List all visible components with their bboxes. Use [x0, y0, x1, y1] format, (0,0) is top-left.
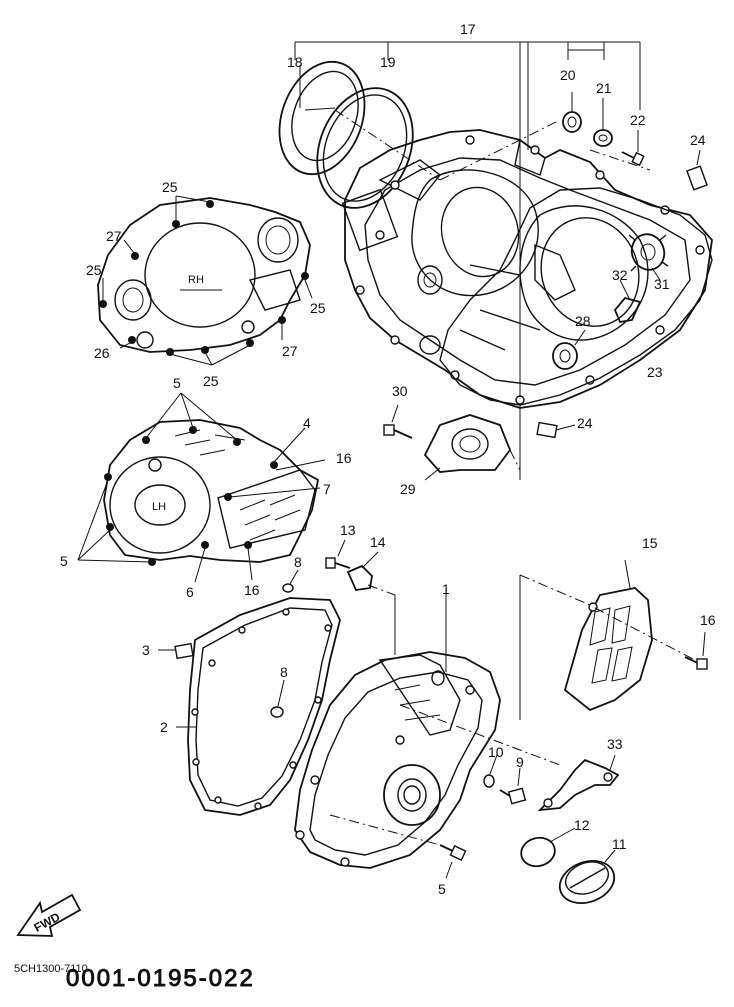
callout-7: 7: [323, 481, 331, 497]
callout-2: 2: [160, 719, 168, 735]
dowel-pin-24-top: [686, 149, 708, 191]
sprocket-cover-15: [519, 559, 696, 720]
callout-16-right: 16: [700, 612, 716, 628]
callout-5-top: 5: [173, 375, 181, 391]
watermark: 0001-0195-022: [66, 965, 255, 992]
rh-side-view-cover: [97, 195, 313, 366]
callout-1: 1: [442, 581, 450, 597]
dowel-pin-24-mid: [536, 421, 576, 439]
callout-17: 17: [460, 21, 476, 37]
plug-11: [558, 849, 616, 904]
callout-24-top: 24: [690, 132, 706, 148]
cover-plate-29: [423, 414, 521, 481]
callout-14: 14: [370, 534, 386, 550]
callout-13: 13: [340, 522, 356, 538]
clamp-14: [346, 551, 396, 655]
callout-30: 30: [392, 383, 408, 399]
right-crankcase-cover: [341, 119, 713, 409]
callout-27-left: 27: [106, 228, 122, 244]
callout-4: 4: [303, 415, 311, 431]
callout-27-right: 27: [282, 343, 298, 359]
rh-label: RH: [188, 274, 204, 286]
callout-16-upper: 16: [336, 450, 352, 466]
callout-31: 31: [654, 276, 670, 292]
part-code: 5CH1300-7110: [14, 963, 88, 975]
callout-11: 11: [612, 836, 627, 852]
o-ring-8-upper: [282, 569, 299, 593]
callout-33: 33: [607, 736, 623, 752]
callout-numbers: 17 18 19 20 21 22 24 25 27 25 25 26 27 2…: [60, 21, 716, 897]
bolt-30: [383, 404, 413, 439]
callout-19: 19: [380, 54, 396, 70]
callout-18: 18: [287, 54, 303, 70]
callout-20: 20: [560, 67, 576, 83]
gear-31: [628, 233, 669, 281]
lh-label: LH: [152, 501, 166, 513]
callout-5-left: 5: [60, 553, 68, 569]
callout-22: 22: [630, 112, 646, 128]
dowel-pin-3: [158, 642, 194, 660]
bolt-16-right: [684, 631, 708, 670]
callout-25-right: 25: [310, 300, 326, 316]
left-crankcase-cover-1: [294, 590, 501, 869]
bolt-9: [499, 767, 527, 805]
o-ring-10: [483, 754, 498, 788]
cover-gasket-23: [439, 187, 713, 406]
callout-16-lower: 16: [244, 582, 260, 598]
callout-24-mid: 24: [577, 415, 593, 431]
gasket-2: [176, 597, 341, 816]
callout-15: 15: [642, 535, 658, 551]
callout-21: 21: [596, 80, 612, 96]
oil-filter-element-18: [278, 60, 366, 176]
fwd-arrow: FWD: [16, 893, 82, 937]
callout-25-top: 25: [162, 179, 178, 195]
callout-3: 3: [142, 642, 150, 658]
o-ring-19: [316, 87, 441, 209]
callout-29: 29: [400, 481, 416, 497]
bolt-22: [621, 130, 645, 167]
fwd-label: FWD: [32, 910, 63, 935]
washer-21: [593, 98, 613, 147]
callout-5-bottom: 5: [438, 881, 446, 897]
lever-32: [613, 279, 642, 324]
callout-32: 32: [612, 267, 628, 283]
callout-28: 28: [575, 313, 591, 329]
callout-25-bottom: 25: [203, 373, 219, 389]
callout-8-lower: 8: [280, 664, 288, 680]
callout-10: 10: [488, 744, 504, 760]
callout-12: 12: [574, 817, 590, 833]
callout-6: 6: [186, 584, 194, 600]
bearing-20: [562, 92, 582, 133]
oil-seal-28: [552, 329, 586, 370]
bolt-13: [325, 539, 351, 569]
callout-8-upper: 8: [294, 554, 302, 570]
shift-lever-33: [399, 704, 620, 812]
o-ring-12: [520, 827, 576, 868]
callout-25-left: 25: [86, 262, 102, 278]
bolt-5-bottom: [329, 814, 467, 879]
callout-9: 9: [516, 754, 524, 770]
callout-26: 26: [94, 345, 110, 361]
callout-23: 23: [647, 364, 663, 380]
o-ring-8-lower: [270, 679, 285, 718]
lh-side-view-cover: [77, 392, 326, 583]
